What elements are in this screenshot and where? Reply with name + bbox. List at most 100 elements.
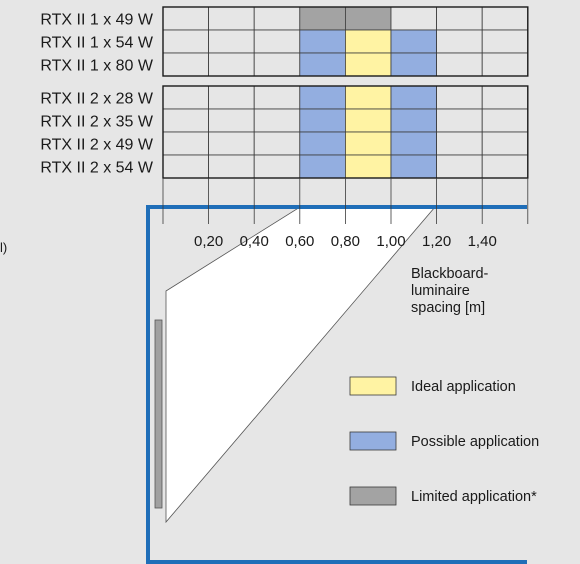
axis-tick-label: 0,20	[194, 233, 223, 250]
table-group-2: RTX II 2 x 28 W RTX II 2 x 35 W RTX II 2 x…	[40, 85, 529, 179]
axis-tick-label: 1,40	[468, 233, 497, 250]
table-row: RTX II 2 x 28 W	[40, 85, 529, 110]
table-cell-empty	[390, 6, 437, 31]
legend-label: Ideal application	[411, 379, 516, 395]
table-cell-empty	[253, 154, 301, 179]
table-row: RTX II 2 x 49 W	[40, 131, 529, 156]
row-label: RTX II 1 x 49 W	[40, 12, 154, 29]
row-label: RTX II 1 x 54 W	[40, 35, 154, 52]
table-cell-empty	[162, 6, 209, 31]
table-cell-empty	[436, 6, 483, 31]
table-cell-empty	[481, 108, 529, 133]
table-cell-ideal	[344, 154, 392, 179]
table-cell-ideal	[344, 131, 392, 156]
table-cell-empty	[253, 85, 301, 110]
blackboard	[154, 319, 163, 509]
table-row: RTX II 2 x 35 W	[40, 108, 529, 133]
table-row: RTX II 1 x 49 W	[40, 6, 529, 31]
legend-label: Limited application*	[411, 489, 537, 505]
table-cell-empty	[436, 108, 483, 133]
table-cell-empty	[208, 6, 255, 31]
axis-note-line: luminaire	[411, 283, 470, 299]
table-row: RTX II 2 x 54 W	[40, 154, 529, 179]
table-cell-ideal	[344, 85, 392, 110]
legend-swatch	[349, 376, 397, 396]
row-label: RTX II 2 x 54 W	[40, 160, 154, 177]
axis-note-line: spacing [m]	[411, 300, 485, 316]
table-cell-possible	[390, 154, 437, 179]
table-cell-possible	[299, 52, 346, 77]
light-beam	[165, 206, 436, 524]
table-cell-possible	[299, 154, 346, 179]
table-cell-possible	[299, 85, 346, 110]
table-cell-ideal	[344, 108, 392, 133]
table-cell-possible	[390, 131, 437, 156]
row-label: RTX II 2 x 35 W	[40, 114, 154, 131]
legend-item-ideal: Ideal application	[349, 376, 516, 396]
table-cell-empty	[481, 29, 529, 54]
table-cell-empty	[481, 6, 529, 31]
axis-tick-label: 1,20	[422, 233, 451, 250]
table-cell-empty	[436, 131, 483, 156]
table-cell-empty	[253, 131, 301, 156]
table-cell-empty	[436, 52, 483, 77]
axis-tick-label: 0,40	[240, 233, 269, 250]
edge-text-fragment: l)	[0, 240, 7, 255]
table-cell-ideal	[344, 52, 392, 77]
legend-label: Possible application	[411, 434, 539, 450]
table-cell-possible	[390, 85, 437, 110]
room-border	[146, 205, 527, 564]
axis-tick-label: 1,00	[376, 233, 405, 250]
table-row: RTX II 1 x 54 W	[40, 29, 529, 54]
table-cell-empty	[253, 6, 301, 31]
table-cell-empty	[436, 154, 483, 179]
table-cell-empty	[436, 29, 483, 54]
table-cell-empty	[162, 85, 209, 110]
table-cell-empty	[162, 131, 209, 156]
table-cell-empty	[481, 131, 529, 156]
table-cell-limited	[344, 6, 392, 31]
classroom-section	[146, 205, 527, 564]
row-label: RTX II 2 x 28 W	[40, 91, 154, 108]
legend-swatch	[349, 486, 397, 506]
table-cell-empty	[162, 108, 209, 133]
axis-tick-label: 0,60	[285, 233, 314, 250]
table-cell-possible	[299, 29, 346, 54]
table-cell-empty	[253, 52, 301, 77]
table-cell-possible	[299, 108, 346, 133]
table-cell-possible	[390, 108, 437, 133]
row-label: RTX II 1 x 80 W	[40, 58, 154, 75]
table-cell-empty	[253, 29, 301, 54]
legend-swatch	[349, 431, 397, 451]
table-cell-possible	[390, 29, 437, 54]
table-group-1: RTX II 1 x 49 W RTX II 1 x 54 W RTX II 1 x…	[40, 6, 529, 77]
table-row: RTX II 1 x 80 W	[40, 52, 529, 77]
table-cell-empty	[253, 108, 301, 133]
table-cell-possible	[390, 52, 437, 77]
table-cell-empty	[481, 85, 529, 110]
table-cell-empty	[208, 29, 255, 54]
table-group-frame	[162, 6, 529, 77]
table-cell-empty	[208, 131, 255, 156]
table-cell-empty	[208, 154, 255, 179]
table-cell-ideal	[344, 29, 392, 54]
table-cell-empty	[481, 52, 529, 77]
axis-note-line: Blackboard-	[411, 266, 489, 282]
table-cell-empty	[208, 52, 255, 77]
table-cell-empty	[481, 154, 529, 179]
legend-item-limited: Limited application*	[349, 486, 537, 506]
table-cell-empty	[208, 85, 255, 110]
table-cell-empty	[162, 154, 209, 179]
table-cell-empty	[162, 52, 209, 77]
row-label: RTX II 2 x 49 W	[40, 137, 154, 154]
table-cell-empty	[208, 108, 255, 133]
table-cell-empty	[162, 29, 209, 54]
table-cell-limited	[299, 6, 346, 31]
table-cell-possible	[299, 131, 346, 156]
application-table: RTX II 1 x 49 W RTX II 1 x 54 W RTX II 1 x…	[40, 6, 529, 179]
table-cell-empty	[436, 85, 483, 110]
